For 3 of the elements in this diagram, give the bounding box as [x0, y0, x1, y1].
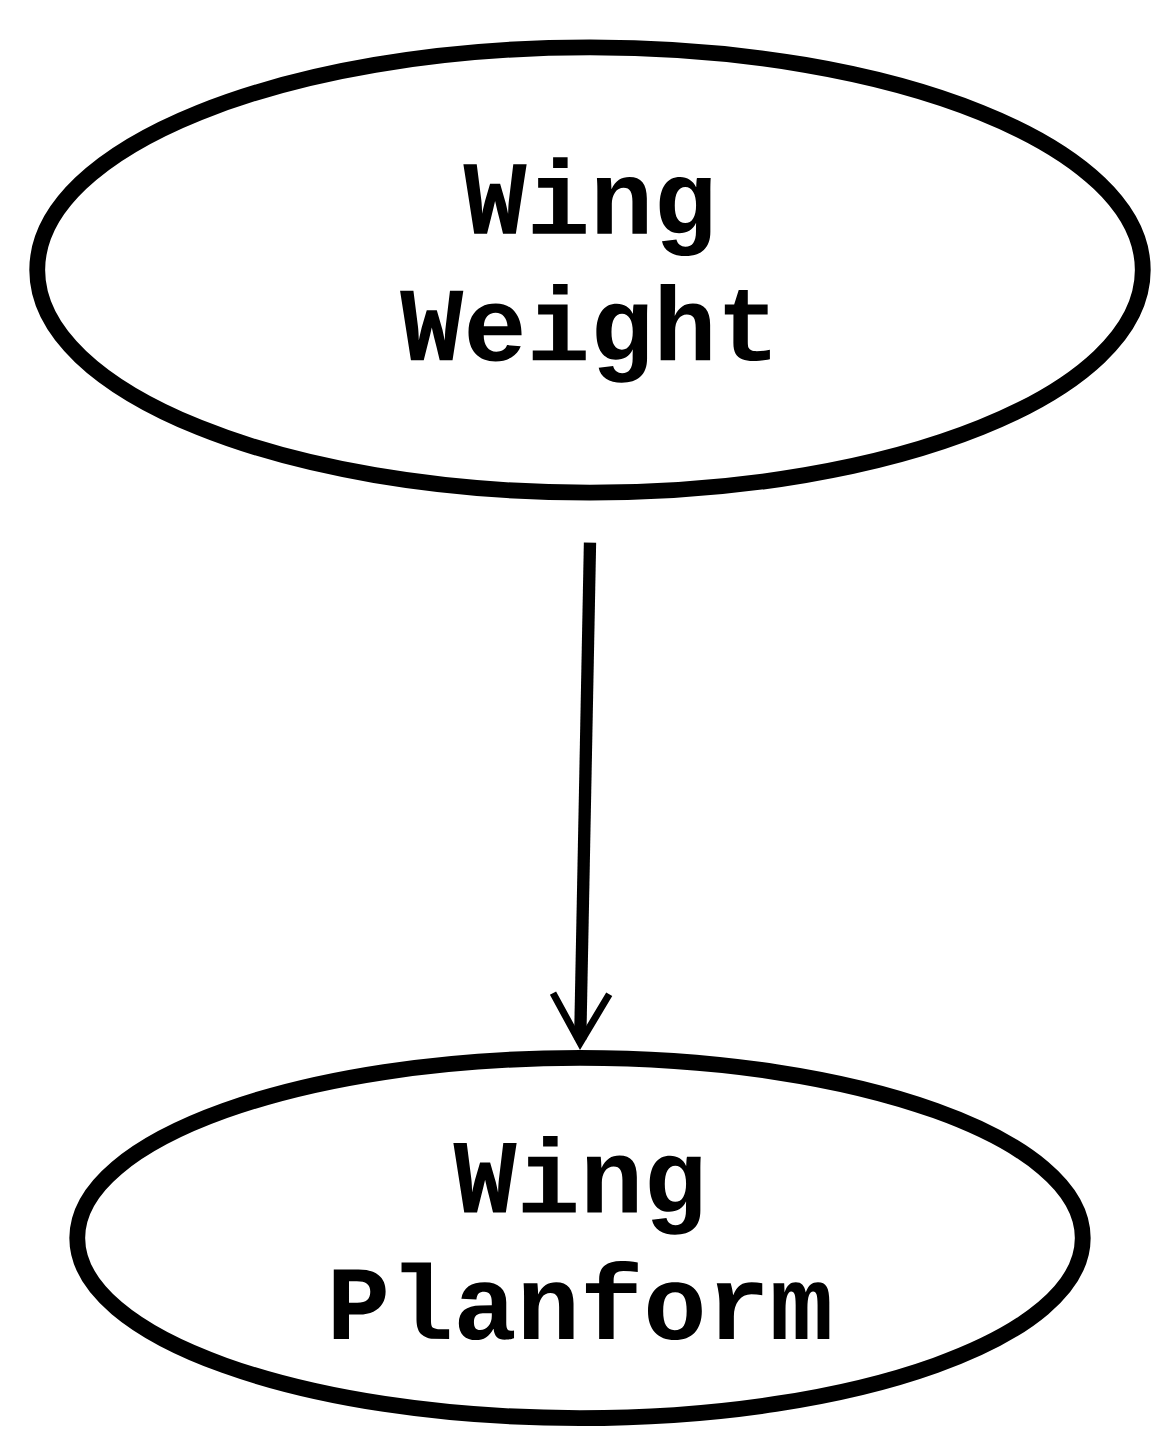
ellipse-node: Wing Weight — [29, 39, 1151, 501]
ellipse-node: Wing Planform — [69, 1050, 1091, 1426]
arrow — [549, 542, 613, 1050]
